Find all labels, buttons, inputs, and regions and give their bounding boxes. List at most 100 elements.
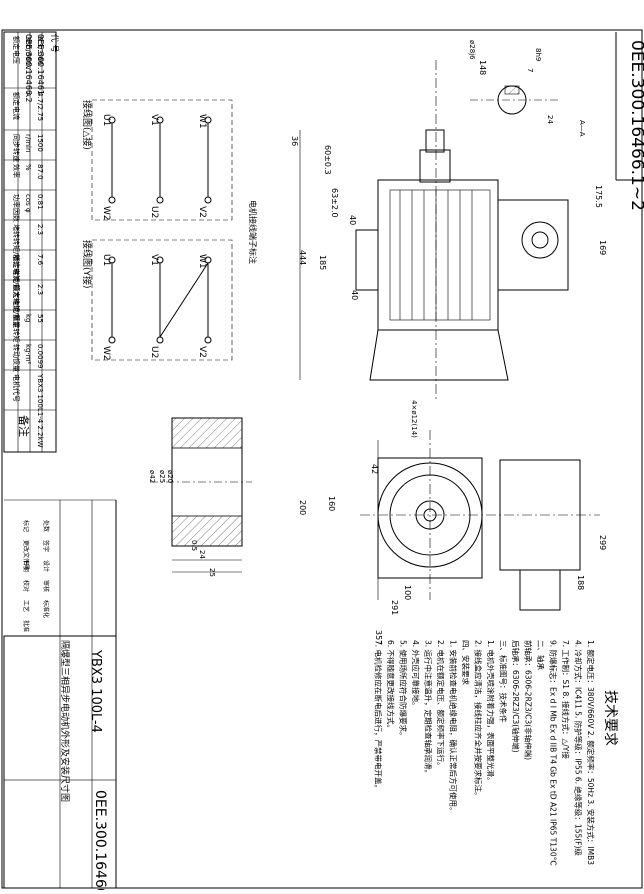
spec-cell: 功率因数 [12,194,21,222]
tech-requirements: 技术要求 1. 额定电压：380V/660V 2. 额定频率：50Hz 3. 安装… [374,640,619,866]
drawing-number-top: 0EE.300.16466.1~2 [627,40,644,211]
dimension-label: 24 [546,115,554,124]
spec-header: 0EE.300.16466.2 [24,34,33,103]
tech-line: 2. 电机在额定电压、额定频率下运行。 [436,640,446,770]
tech-line: 4. 冷却方式：IC411 5. 防护等级：IP55 6. 绝缘等级：155(F… [574,640,584,856]
spec-cell: 4.7/2.75 [36,92,44,121]
spec-cell: A [24,92,32,97]
dimension-label: 60±0.3 [323,145,332,175]
spec-cell: 堵转电流/额定电流 [12,254,21,312]
dimension-label: 4×ø12(14) [410,400,418,438]
tech-line: 3. 运行中注意温升，定期检查轴承润滑。 [424,640,434,777]
wiring-caption: 电机接线端子标注 [248,200,258,264]
tech-line: 1. 安装前检查电机绝缘电阻，确认正常后方可使用。 [449,640,459,815]
terminal-label: W2 [101,206,111,221]
dimension-label: 24 [198,550,206,559]
dimension-label: 40 [350,290,359,300]
spec-cell: YBX3 100L1-4 2.2kW [36,373,44,448]
tech-line: 后轴承：6306-2RZ3/C3(轴伸端) [511,640,521,753]
spec-cell: 重量 [12,314,20,328]
spec-cell: 380/660V [24,36,32,70]
tech-line: 4. 外壳应可靠接地。 [411,640,421,710]
motor-front-view [360,430,600,611]
dimension-label: 357 [374,630,383,645]
title-block-text: YBX3 100L-4隔爆型三相异步电动机外形及安装尺寸图0EE.300.164… [22,520,108,894]
title-block-label: 标记 [22,520,30,532]
terminal-label: U2 [149,206,159,218]
dimension-label: 160 [327,496,336,511]
spec-cell: kg·m² [24,344,32,365]
dimension-label: 100 [403,585,412,600]
terminal-label: V1 [149,254,159,266]
terminal-label: W1 [197,254,207,269]
title-block-label: 审核 [42,580,50,592]
dimension-label: 299 [598,535,607,550]
spec-header: 代 号 [50,34,60,53]
spec-cell: 同步转速 [12,134,21,162]
terminal-label: V2 [197,346,207,358]
tech-line: 1. 额定电压：380V/660V 2. 额定频率：50Hz 3. 安装方式：I… [586,640,596,865]
wiring-star [91,239,233,361]
spec-cell: 1500 [36,134,44,152]
tech-line: 7. 电机检修应在断电后进行，严禁带电开盖。 [374,640,384,792]
title-block-label: 更改文件号 [22,540,30,570]
cable-gland-section [150,417,252,573]
title-block-label: 校对 [22,580,30,592]
terminal-label: U2 [149,346,159,358]
dimension-label: 42 [370,464,379,474]
dimension-label: ø25 [158,470,166,483]
terminal-label: U1 [101,114,111,126]
tech-line: 四、安装要求 [461,640,471,685]
dimension-label: 185 [318,255,327,270]
dimension-label: ø42 [148,470,156,483]
tech-line: 5. 使用场所应符合防爆要求。 [399,640,409,740]
tech-line: 1. 电机外壳喷涂附着力强，表面平整光滑。 [486,640,496,785]
title-block-label: 标准化 [42,600,50,618]
spec-cell: 2.3 [36,284,44,295]
spec-cell: 额定电压 [12,36,21,64]
tech-title: 技术要求 [602,690,618,746]
dimension-label: 200 [298,500,307,515]
dimension-label: 175.5 [594,185,603,208]
outer-frame [1,29,643,889]
dimension-label: 444 [298,250,307,265]
title-block-label: 设计 [42,560,50,572]
spec-cell: cos φ [24,194,32,213]
dimension-label: A—A [578,120,586,137]
model-label: YBX3 100L-4 [88,649,103,733]
title-block-label: 签字 [42,540,50,552]
dimension-label: 188 [576,575,585,590]
svg-text:0EE.300.16466.1~2: 0EE.300.16466.1~2 [627,40,644,211]
spec-cell: % [24,164,32,171]
tech-line: 三、标准图号：技术条件 [499,640,509,723]
dimension-label: ø28j6 [468,40,476,60]
spec-cell: r/min [24,134,32,152]
spec-cell: 87.0 [36,164,44,180]
terminal-label: V2 [197,206,207,218]
tech-line: 二、轴承 [536,640,546,670]
dimension-label: 7 [526,68,534,72]
spec-cell: 7.6 [36,254,44,266]
drawing-title: 隔爆型三相异步电动机外形及安装尺寸图 [59,640,71,802]
title-block-label: 日期 [22,560,30,572]
terminal-label: U1 [101,254,111,266]
dimension-label: 0.5 [190,540,198,551]
title-block-label: 处数 [42,520,50,532]
title-block [3,499,117,889]
spec-cell: 电机代号 [12,374,21,402]
dimension-label: 63±2.0 [330,188,339,218]
wiring-delta [91,99,233,221]
spec-cell: 堵转转矩/额定转矩 [12,224,21,282]
dimension-label: 8h9 [534,48,542,61]
key-section [470,85,560,115]
terminal-label: W1 [197,114,207,129]
wiring-star-label: 接线图(Y接) [81,240,93,289]
spec-cell: 6.3/3.66 [36,36,44,66]
spec-header: 0EE.300.16461 [36,34,45,95]
dimension-label: 25 [208,568,216,577]
tech-line: 6. 不得随意更改接线方式。 [386,640,396,732]
